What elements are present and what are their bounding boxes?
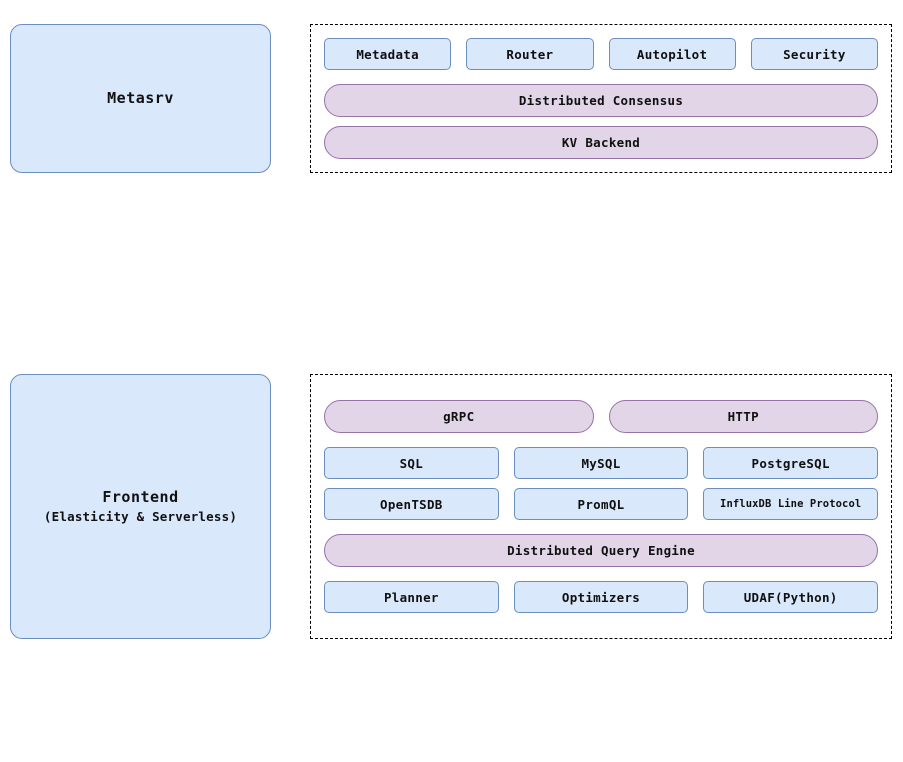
node-postgresql-label: PostgreSQL bbox=[751, 455, 830, 471]
frontend-interfaces-band-1: SQL MySQL PostgreSQL bbox=[324, 447, 879, 479]
node-distributed-query-engine-label: Distributed Query Engine bbox=[507, 543, 695, 558]
node-optimizers-label: Optimizers bbox=[561, 589, 641, 605]
metasrv-panel: Metadata Router Autopilot Security Distr… bbox=[310, 24, 892, 173]
frontend-protocols-band: gRPC HTTP bbox=[324, 400, 878, 433]
metasrv-consensus-band: Distributed Consensus bbox=[324, 84, 878, 117]
frontend-engine-components-band: Planner Optimizers UDAF(Python) bbox=[324, 581, 879, 613]
frontend-subtitle: (Elasticity & Serverless) bbox=[43, 508, 238, 524]
node-sql[interactable]: SQL bbox=[324, 447, 499, 479]
node-optimizers[interactable]: Optimizers bbox=[513, 581, 689, 613]
metasrv-kv-band: KV Backend bbox=[324, 126, 878, 159]
node-distributed-consensus-label: Distributed Consensus bbox=[518, 93, 684, 108]
node-planner[interactable]: Planner bbox=[324, 581, 499, 613]
node-http[interactable]: HTTP bbox=[608, 400, 878, 433]
node-mysql-label: MySQL bbox=[581, 455, 621, 471]
metasrv-row: Metasrv Metadata Router Autopilot Securi… bbox=[0, 12, 903, 173]
node-autopilot[interactable]: Autopilot bbox=[608, 38, 736, 70]
node-router[interactable]: Router bbox=[466, 38, 594, 70]
node-grpc-label: gRPC bbox=[443, 409, 475, 424]
metasrv-services-band: Metadata Router Autopilot Security bbox=[324, 38, 878, 70]
node-distributed-query-engine[interactable]: Distributed Query Engine bbox=[324, 534, 878, 567]
node-security[interactable]: Security bbox=[750, 38, 878, 70]
node-security-label: Security bbox=[783, 46, 846, 62]
node-udaf-python[interactable]: UDAF(Python) bbox=[703, 581, 879, 613]
node-postgresql[interactable]: PostgreSQL bbox=[703, 447, 879, 479]
node-influxdb-line-protocol[interactable]: InfluxDB Line Protocol bbox=[703, 488, 879, 520]
node-influxdb-line-protocol-label: InfluxDB Line Protocol bbox=[720, 498, 862, 510]
frontend-row: Frontend (Elasticity & Serverless) gRPC … bbox=[0, 187, 903, 639]
metasrv-label-card: Metasrv bbox=[10, 24, 271, 173]
node-grpc[interactable]: gRPC bbox=[324, 400, 594, 433]
node-opentsdb[interactable]: OpenTSDB bbox=[324, 488, 499, 520]
node-distributed-consensus[interactable]: Distributed Consensus bbox=[324, 84, 878, 117]
node-planner-label: Planner bbox=[383, 589, 439, 605]
node-udaf-python-label: UDAF(Python) bbox=[743, 589, 838, 605]
frontend-title: Frontend bbox=[102, 488, 179, 507]
datanode-row: Datanode (Elasticity) Region Server Regi… bbox=[0, 483, 903, 750]
node-autopilot-label: Autopilot bbox=[636, 46, 708, 62]
node-opentsdb-label: OpenTSDB bbox=[380, 496, 443, 512]
frontend-label-card: Frontend (Elasticity & Serverless) bbox=[10, 374, 271, 639]
node-promql[interactable]: PromQL bbox=[513, 488, 689, 520]
node-router-label: Router bbox=[506, 46, 554, 62]
node-promql-label: PromQL bbox=[577, 496, 625, 512]
node-sql-label: SQL bbox=[399, 455, 424, 471]
node-kv-backend[interactable]: KV Backend bbox=[324, 126, 878, 159]
node-metadata[interactable]: Metadata bbox=[324, 38, 452, 70]
node-http-label: HTTP bbox=[727, 409, 759, 424]
node-mysql[interactable]: MySQL bbox=[513, 447, 689, 479]
node-metadata-label: Metadata bbox=[356, 46, 419, 62]
node-kv-backend-label: KV Backend bbox=[561, 135, 641, 150]
frontend-interfaces-band-2: OpenTSDB PromQL InfluxDB Line Protocol bbox=[324, 488, 879, 520]
metasrv-title: Metasrv bbox=[107, 89, 174, 108]
frontend-query-engine-band: Distributed Query Engine bbox=[324, 534, 878, 567]
frontend-panel: gRPC HTTP SQL MySQL PostgreSQL bbox=[310, 374, 892, 639]
